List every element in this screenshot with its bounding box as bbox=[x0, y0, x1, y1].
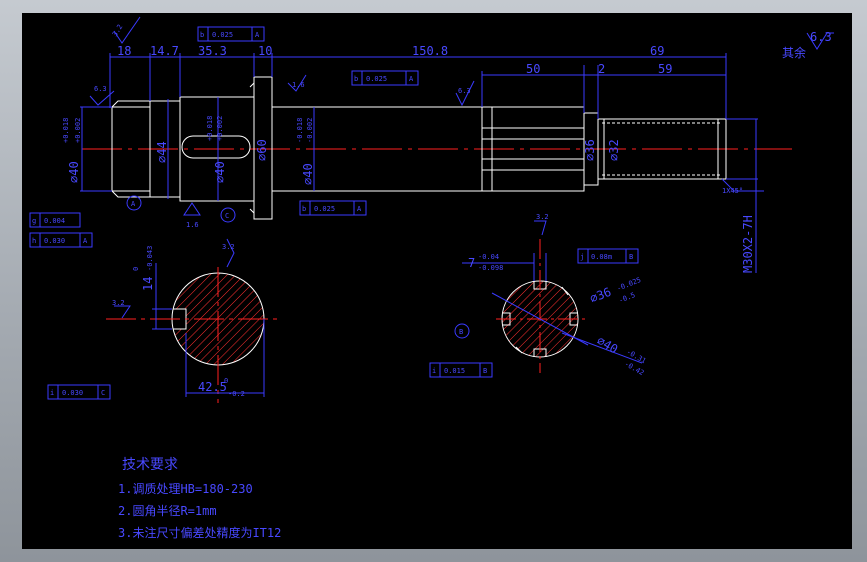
svg-text:-0.098: -0.098 bbox=[478, 264, 503, 272]
key-width: 14 bbox=[141, 277, 155, 291]
svg-text:A: A bbox=[357, 205, 362, 213]
section-2: 7 -0.04 -0.098 ⌀36 -0.025 -0.5 ⌀40 -0.31… bbox=[462, 239, 647, 377]
svg-text:b: b bbox=[354, 75, 358, 83]
svg-text:b: b bbox=[200, 31, 204, 39]
frame-f8: i 0.015 B bbox=[429, 362, 493, 378]
top-dimensions: 18 14.7 35.3 10 150.8 69 50 2 59 bbox=[109, 44, 727, 119]
dia60: ⌀60 bbox=[255, 139, 269, 161]
svg-text:-0.002: -0.002 bbox=[306, 118, 314, 143]
tech-line-1: 1.调质处理HB=180-230 bbox=[118, 482, 253, 496]
svg-text:3.2: 3.2 bbox=[536, 213, 549, 221]
dia32: ⌀32 bbox=[607, 139, 621, 161]
svg-text:0.025: 0.025 bbox=[366, 75, 387, 83]
svg-text:i: i bbox=[432, 367, 436, 375]
frame-f5: h 0.030 A bbox=[29, 232, 93, 248]
svg-text:6.3: 6.3 bbox=[94, 85, 107, 93]
svg-text:+0.018: +0.018 bbox=[62, 118, 70, 143]
shaft-outline bbox=[111, 76, 727, 220]
svg-text:j: j bbox=[580, 253, 584, 261]
dim-10: 10 bbox=[258, 44, 272, 58]
cad-drawing-canvas[interactable]: 18 14.7 35.3 10 150.8 69 50 2 59 ⌀40 +0.… bbox=[22, 13, 852, 549]
svg-text:i: i bbox=[50, 389, 54, 397]
dim-150-8: 150.8 bbox=[412, 44, 448, 58]
diameter-dimensions: ⌀40 +0.018 +0.002 ⌀44 ⌀40 +0.018 +0.002 … bbox=[62, 97, 764, 273]
roughness-symbols: 3.2 6.3 6.3 1.6 6.3 1.6 3.2 3.2 3.2 其余 bbox=[89, 16, 834, 319]
frame-f2: b 0.025 A bbox=[351, 70, 419, 86]
svg-text:-0.5: -0.5 bbox=[618, 291, 637, 305]
svg-text:1.6: 1.6 bbox=[292, 81, 305, 89]
key-depth: 42.5 bbox=[198, 380, 227, 394]
chamfer: 1X45° bbox=[722, 187, 743, 195]
svg-text:g: g bbox=[32, 217, 36, 225]
tech-line-3: 3.未注尺寸偏差处精度为IT12 bbox=[118, 525, 281, 540]
thread-end bbox=[597, 118, 727, 180]
tech-line-2: 2.圆角半径R=1mm bbox=[118, 504, 217, 518]
svg-text:B: B bbox=[483, 367, 487, 375]
section-1: 14 0 -0.043 42.5 0 -0.2 bbox=[106, 246, 282, 403]
dim-50: 50 bbox=[526, 62, 540, 76]
svg-text:-0.025: -0.025 bbox=[616, 276, 642, 293]
tech-title: 技术要求 bbox=[122, 457, 178, 473]
svg-text:0.030: 0.030 bbox=[62, 389, 83, 397]
svg-text:0.015: 0.015 bbox=[444, 367, 465, 375]
datum-c: C bbox=[225, 212, 229, 220]
dim-14-7: 14.7 bbox=[150, 44, 179, 58]
svg-text:A: A bbox=[255, 31, 260, 39]
dia40-right: ⌀40 bbox=[301, 163, 315, 185]
svg-text:b: b bbox=[302, 205, 306, 213]
spline-width: 7 bbox=[468, 256, 475, 270]
frame-f3: b 0.025 A bbox=[299, 200, 367, 216]
frame-f7: j 0.08m B bbox=[577, 248, 639, 264]
svg-text:0.08m: 0.08m bbox=[591, 253, 612, 261]
svg-text:B: B bbox=[629, 253, 633, 261]
dia40-left: ⌀40 bbox=[67, 161, 81, 183]
svg-text:0: 0 bbox=[132, 267, 140, 271]
dia36: ⌀36 bbox=[583, 139, 597, 161]
svg-text:-0.018: -0.018 bbox=[296, 118, 304, 143]
svg-text:+0.002: +0.002 bbox=[74, 118, 82, 143]
dim-35-3: 35.3 bbox=[198, 44, 227, 58]
frame-f4: g 0.004 bbox=[29, 212, 81, 228]
dim-18: 18 bbox=[117, 44, 131, 58]
datum-b: B bbox=[459, 328, 463, 336]
svg-text:0.004: 0.004 bbox=[44, 217, 65, 225]
dim-69: 69 bbox=[650, 44, 664, 58]
svg-text:+0.002: +0.002 bbox=[216, 116, 224, 141]
rest-note: 其余 bbox=[782, 45, 806, 60]
svg-text:C: C bbox=[101, 389, 105, 397]
svg-text:-0.043: -0.043 bbox=[146, 246, 154, 271]
frame-f1: b 0.025 A bbox=[197, 26, 265, 42]
dim-2: 2 bbox=[598, 62, 605, 76]
svg-text:0.030: 0.030 bbox=[44, 237, 65, 245]
svg-text:-0.04: -0.04 bbox=[478, 253, 499, 261]
svg-text:1.6: 1.6 bbox=[186, 221, 199, 229]
shaft-drawing: 18 14.7 35.3 10 150.8 69 50 2 59 ⌀40 +0.… bbox=[29, 16, 834, 540]
datum-a: A bbox=[131, 200, 136, 208]
datum-markers: A C B bbox=[126, 195, 470, 339]
collar bbox=[253, 76, 273, 220]
roughness-general: 6.3 bbox=[810, 30, 832, 44]
spline-d36: ⌀36 bbox=[588, 285, 613, 306]
svg-text:0.025: 0.025 bbox=[314, 205, 335, 213]
svg-text:0: 0 bbox=[224, 377, 228, 385]
dim-59: 59 bbox=[658, 62, 672, 76]
svg-text:+0.018: +0.018 bbox=[206, 116, 214, 141]
svg-text:3.2: 3.2 bbox=[222, 243, 235, 251]
svg-text:A: A bbox=[83, 237, 88, 245]
dia40-mid: ⌀40 bbox=[213, 161, 227, 183]
svg-text:-0.2: -0.2 bbox=[228, 390, 245, 398]
frame-f6: i 0.030 C bbox=[47, 384, 111, 400]
thread-spec: M30X2-7H bbox=[741, 215, 755, 273]
keyway-slot bbox=[181, 135, 251, 159]
svg-text:0.025: 0.025 bbox=[212, 31, 233, 39]
svg-text:3.2: 3.2 bbox=[111, 23, 124, 38]
svg-text:6.3: 6.3 bbox=[458, 87, 471, 95]
svg-text:A: A bbox=[409, 75, 414, 83]
tech-requirements: 技术要求 1.调质处理HB=180-230 2.圆角半径R=1mm 3.未注尺寸… bbox=[118, 457, 281, 540]
svg-text:h: h bbox=[32, 237, 36, 245]
svg-text:3.2: 3.2 bbox=[112, 299, 125, 307]
dia44: ⌀44 bbox=[155, 141, 169, 163]
